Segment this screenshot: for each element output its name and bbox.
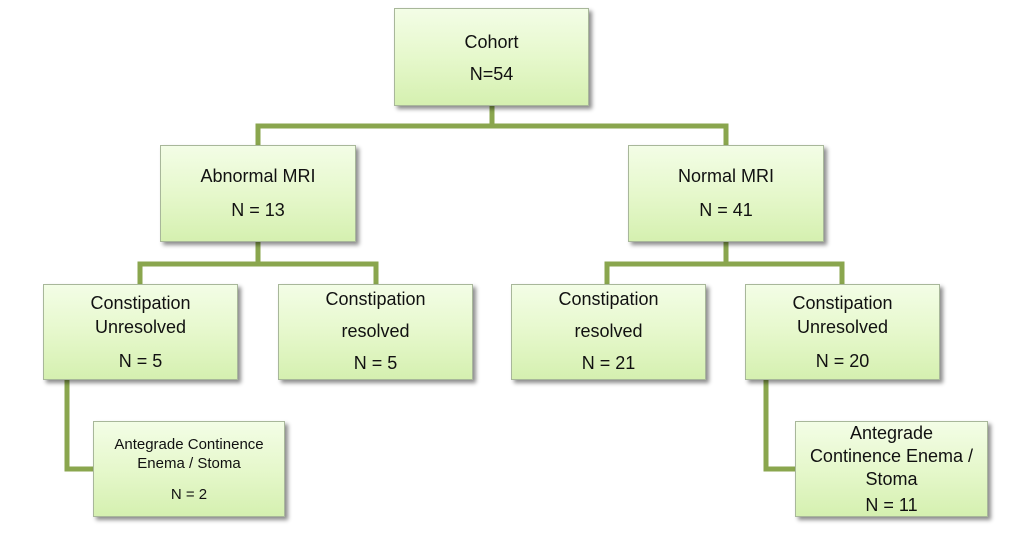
abnormal-resolved-status: resolved — [341, 321, 410, 341]
normal-mri-label: Normal MRI — [677, 166, 774, 186]
normal-ace-line-1: Antegrade — [849, 423, 934, 443]
connector-abnormal-to-unresolved — [137, 242, 261, 284]
abnormal-resolved-box: Constipation resolved N = 5 — [278, 284, 473, 380]
abnormal-ace-stoma-box: Antegrade Continence Enema / Stoma N = 2 — [93, 421, 285, 517]
cohort-count: N=54 — [469, 64, 514, 84]
abnormal-unresolved-title: Constipation — [90, 293, 191, 313]
normal-resolved-status: resolved — [574, 321, 643, 341]
cohort-box: Cohort N=54 — [394, 8, 589, 106]
abnormal-resolved-title: Constipation — [325, 289, 426, 309]
normal-unresolved-status: Unresolved — [796, 317, 889, 337]
connector-normal-unresolved-to-ace — [763, 380, 795, 472]
abnormal-ace-count: N = 2 — [170, 486, 208, 503]
connector-normal-to-unresolved — [726, 261, 845, 284]
abnormal-mri-label: Abnormal MRI — [200, 166, 316, 186]
normal-resolved-box: Constipation resolved N = 21 — [511, 284, 706, 380]
connector-cohort-to-normal-mri — [492, 123, 729, 145]
connector-cohort-to-mri — [255, 106, 495, 145]
normal-ace-line-3: Stoma — [865, 469, 918, 489]
abnormal-unresolved-box: Constipation Unresolved N = 5 — [43, 284, 238, 380]
abnormal-ace-line-1: Antegrade Continence — [114, 436, 264, 453]
abnormal-unresolved-count: N = 5 — [118, 351, 163, 371]
connector-normal-to-resolved — [604, 242, 729, 284]
abnormal-unresolved-status: Unresolved — [94, 317, 187, 337]
cohort-label: Cohort — [464, 32, 519, 52]
normal-unresolved-box: Constipation Unresolved N = 20 — [745, 284, 940, 380]
normal-resolved-count: N = 21 — [581, 353, 636, 373]
abnormal-resolved-count: N = 5 — [353, 353, 398, 373]
normal-ace-line-2: Continence Enema / — [809, 446, 974, 466]
connector-abnormal-unresolved-to-ace — [64, 380, 93, 472]
normal-ace-stoma-box: Antegrade Continence Enema / Stoma N = 1… — [795, 421, 988, 517]
normal-mri-count: N = 41 — [699, 200, 753, 220]
abnormal-mri-count: N = 13 — [231, 200, 285, 220]
normal-ace-count: N = 11 — [865, 495, 918, 515]
normal-unresolved-count: N = 20 — [815, 351, 870, 371]
abnormal-ace-line-2: Enema / Stoma — [137, 455, 241, 472]
connector-abnormal-to-resolved — [258, 261, 379, 284]
normal-resolved-title: Constipation — [558, 289, 659, 309]
abnormal-mri-box: Abnormal MRI N = 13 — [160, 145, 356, 242]
normal-mri-box: Normal MRI N = 41 — [628, 145, 824, 242]
normal-unresolved-title: Constipation — [792, 293, 893, 313]
